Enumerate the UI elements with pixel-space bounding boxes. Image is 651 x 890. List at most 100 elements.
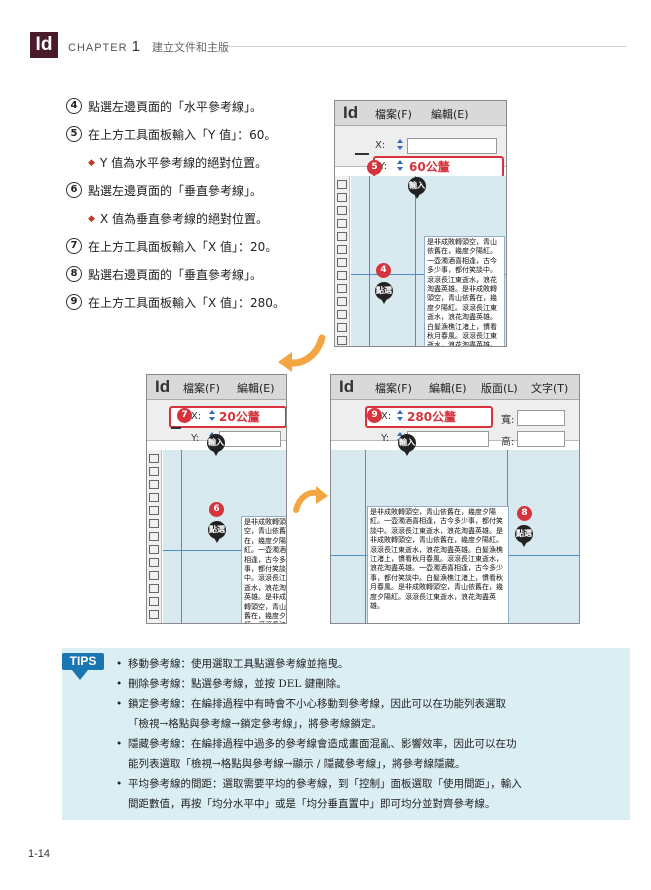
tool-icon[interactable]: [337, 297, 347, 306]
x-stepper-icon[interactable]: [209, 410, 215, 422]
height-field[interactable]: [517, 431, 565, 447]
tool-icon[interactable]: [149, 467, 159, 476]
tool-icon[interactable]: [337, 271, 347, 280]
y-field[interactable]: [219, 431, 281, 447]
app-menubar: Id 檔案(F) 編輯(E): [147, 375, 286, 400]
tool-icon[interactable]: [149, 532, 159, 541]
y-field[interactable]: [407, 431, 489, 447]
step-item: 4 點選左邊頁面的「水平參考線」。: [66, 98, 316, 127]
tool-icon[interactable]: [337, 245, 347, 254]
y-label: Y:: [379, 161, 388, 172]
curved-arrow-icon: [293, 486, 328, 513]
menu-file[interactable]: 檔案(F): [375, 382, 412, 395]
text-frame[interactable]: 是非成敗轉頭空，青山依舊在，幾度夕陽紅。一壺濁酒喜相逢，古今多少事，都付笑談中。…: [367, 506, 509, 623]
tool-icon[interactable]: [149, 480, 159, 489]
tips-badge: TIPS: [62, 653, 104, 670]
tip-item: 鎖定參考線：在編排過程中有時會不小心移動到參考線，因此可以在功能列表選取 「檢視…: [116, 694, 622, 734]
tool-icon[interactable]: [149, 610, 159, 619]
header-rule: [226, 46, 626, 47]
x-label: X:: [375, 140, 386, 151]
tool-icon[interactable]: [149, 493, 159, 502]
step-text: 點選右邊頁面的「垂直參考線」。: [88, 268, 263, 282]
step-number: 6: [66, 182, 82, 198]
horizontal-guide[interactable]: [163, 550, 286, 551]
tool-icon[interactable]: [337, 206, 347, 215]
app-menubar: Id 檔案(F) 編輯(E): [335, 101, 506, 126]
tip-text: 平均參考線的間距：選取需要平均的參考線，到「控制」面板選取「使用間距」，輸入: [128, 778, 522, 790]
tool-icon[interactable]: [149, 597, 159, 606]
step-item: 7 在上方工具面板輸入「X 值」：20。: [66, 238, 316, 267]
menu-edit[interactable]: 編輯(E): [429, 382, 467, 395]
tool-icon[interactable]: [337, 180, 347, 189]
tool-icon[interactable]: [149, 519, 159, 528]
tool-icon[interactable]: [149, 623, 159, 624]
tool-icon[interactable]: [337, 193, 347, 202]
vertical-guide[interactable]: [365, 450, 366, 623]
step-list: 4 點選左邊頁面的「水平參考線」。 5 在上方工具面板輸入「Y 值」：60。 ◆…: [66, 98, 316, 323]
vertical-guide[interactable]: [181, 450, 182, 623]
callout-pin-click: 點選: [515, 525, 533, 547]
tip-text: 能列表選取「檢視→格點與參考線→顯示 / 隱藏參考線」，將參考線隱藏。: [128, 758, 466, 770]
tool-icon[interactable]: [149, 558, 159, 567]
y-field[interactable]: 60公釐: [409, 160, 450, 174]
screenshot-horizontal-guide: Id 檔案(F) 編輯(E) X: Y: 60公釐 是非成敗轉頭空，青山依舊在，…: [334, 100, 507, 347]
tip-text: 移動參考線：使用選取工具點選參考線並拖曳。: [128, 658, 349, 670]
x-stepper-icon[interactable]: [397, 139, 403, 151]
step-badge-9: 9: [367, 408, 382, 423]
step-text: 點選左邊頁面的「垂直參考線」。: [88, 184, 263, 198]
step-number: 9: [66, 294, 82, 310]
text-frame[interactable]: 是非成敗轉頭空，青山依舊在，幾度夕陽紅。一壺濁酒喜相逢，古今多少事，都付笑談中。…: [241, 516, 286, 623]
tool-icon[interactable]: [149, 454, 159, 463]
tool-icon[interactable]: [337, 232, 347, 241]
text-frame[interactable]: 是非成敗轉頭空，青山依舊在，幾度夕陽紅。一壺濁酒喜相逢，古今多少事，都付笑談中。…: [424, 236, 505, 346]
y-label: Y:: [191, 433, 200, 444]
page-number: 1-14: [28, 848, 51, 860]
step-note-text: Y 值為水平參考線的絕對位置。: [100, 156, 268, 170]
tool-icon[interactable]: [337, 219, 347, 228]
chapter-word: CHAPTER: [68, 42, 128, 54]
tool-icon[interactable]: [337, 310, 347, 319]
tool-icon[interactable]: [337, 336, 347, 345]
menu-file[interactable]: 檔案(F): [183, 382, 220, 395]
tip-item: 隱藏參考線：在編排過程中過多的參考線會造成畫面混亂、影響效率，因此可以在功 能列…: [116, 734, 622, 774]
y-label: Y:: [381, 433, 390, 444]
vertical-guide[interactable]: [415, 176, 416, 346]
x-field[interactable]: 20公釐: [219, 410, 260, 424]
tools-panel: [147, 450, 162, 623]
step-item: 8 點選右邊頁面的「垂直參考線」。: [66, 266, 316, 295]
height-label: 高:: [501, 437, 515, 448]
width-field[interactable]: [517, 410, 565, 426]
tip-text: 刪除參考線：點選參考線，並按 DEL 鍵刪除。: [128, 678, 347, 690]
tip-item: 移動參考線：使用選取工具點選參考線並拖曳。: [116, 654, 622, 674]
tool-icon[interactable]: [149, 545, 159, 554]
callout-pin-input: 輸入: [408, 177, 426, 199]
pin-label: 輸入: [408, 177, 426, 195]
menu-edit[interactable]: 編輯(E): [431, 108, 469, 121]
tool-icon[interactable]: [149, 506, 159, 515]
menu-layout[interactable]: 版面(L): [481, 382, 518, 395]
x-field[interactable]: [407, 138, 497, 154]
menu-type[interactable]: 文字(T): [531, 382, 569, 395]
y-stepper-icon[interactable]: [397, 160, 403, 172]
indesign-logo: Id: [30, 32, 58, 58]
tool-icon[interactable]: [149, 571, 159, 580]
tool-icon[interactable]: [149, 584, 159, 593]
menu-file[interactable]: 檔案(F): [375, 108, 412, 121]
vertical-guide[interactable]: [369, 176, 370, 346]
x-label: X:: [381, 411, 392, 422]
curved-arrow-icon: [278, 334, 326, 372]
screenshot-vertical-guide-left: Id 檔案(F) 編輯(E) X: 20公釐 Y: 是非成敗轉頭空，青山依舊在，…: [146, 374, 287, 624]
tool-icon[interactable]: [337, 323, 347, 332]
tool-icon[interactable]: [337, 258, 347, 267]
tip-item: 平均參考線的間距：選取需要平均的參考線，到「控制」面板選取「使用間距」，輸入 間…: [116, 774, 622, 814]
step-badge-4: 4: [376, 263, 391, 278]
step-item: 6 點選左邊頁面的「垂直參考線」。: [66, 182, 316, 211]
diamond-bullet-icon: ◆: [88, 214, 95, 224]
pin-label: 點選: [375, 282, 393, 300]
menu-edit[interactable]: 編輯(E): [237, 382, 275, 395]
step-number: 8: [66, 266, 82, 282]
step-text: 點選左邊頁面的「水平參考線」。: [88, 100, 263, 114]
tool-icon[interactable]: [337, 284, 347, 293]
x-stepper-icon[interactable]: [397, 410, 403, 422]
x-field[interactable]: 280公釐: [407, 410, 457, 424]
